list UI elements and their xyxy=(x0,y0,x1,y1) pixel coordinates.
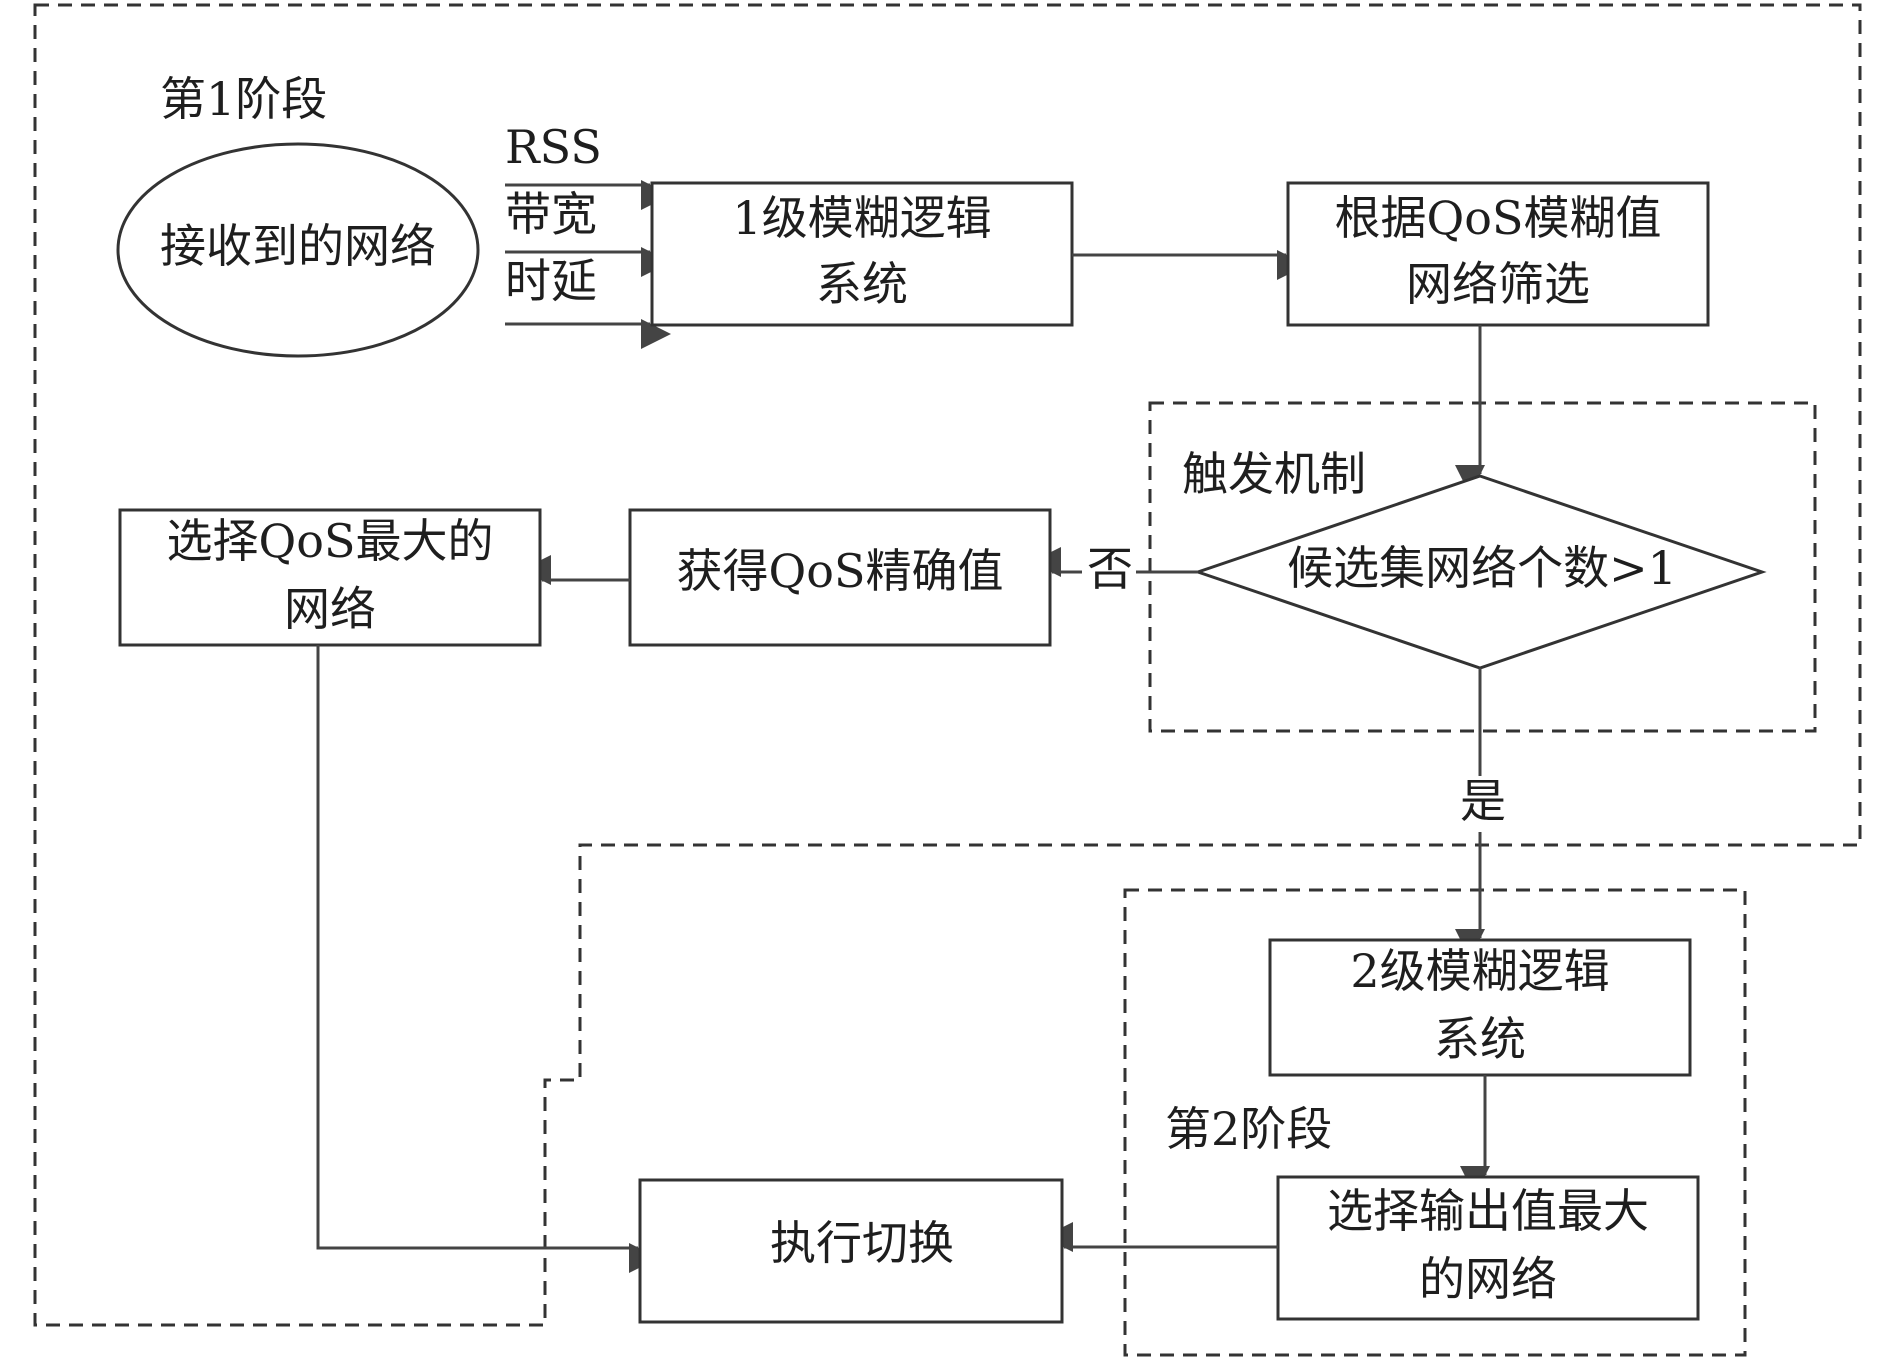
select-max-output-box xyxy=(1276,1175,1700,1321)
arrow-select-qos-to-handover xyxy=(316,645,659,1273)
fuzzy-logic-level2-line1: 2级模糊逻辑 xyxy=(1350,944,1609,998)
yes-label: 是 xyxy=(1460,774,1506,828)
no-label: 否 xyxy=(1087,542,1133,596)
received-networks-ellipse xyxy=(116,142,480,358)
qos-filter-line2: 网络筛选 xyxy=(1406,257,1590,311)
trigger-label: 触发机制 xyxy=(1182,447,1366,501)
fuzzy-logic-level1-line1: 1级模糊逻辑 xyxy=(732,191,991,245)
input-label-delay: 时延 xyxy=(505,254,597,308)
stage2-region xyxy=(1123,888,1747,1357)
exact-qos-box xyxy=(628,508,1052,647)
yes-label-background xyxy=(1456,776,1510,832)
input-label-bandwidth: 带宽 xyxy=(505,187,597,241)
no-label-background xyxy=(1082,544,1136,600)
fuzzy-logic-level2-box xyxy=(1268,938,1692,1077)
select-max-qos-line1: 选择QoS最大的 xyxy=(167,514,494,568)
select-max-output-line1: 选择输出值最大 xyxy=(1327,1184,1649,1238)
decision-label: 候选集网络个数>1 xyxy=(1287,541,1677,595)
select-max-qos-box xyxy=(118,508,542,647)
fuzzy-logic-level1-line2: 系统 xyxy=(816,257,908,311)
stage2-label: 第2阶段 xyxy=(1165,1102,1332,1156)
stage1-label: 第1阶段 xyxy=(160,72,327,126)
qos-filter-box xyxy=(1286,181,1710,327)
trigger-region xyxy=(1148,401,1817,733)
execute-handover-label: 执行切换 xyxy=(770,1216,954,1270)
select-max-qos-line2: 网络 xyxy=(284,582,376,636)
select-max-output-line2: 的网络 xyxy=(1419,1252,1557,1306)
execute-handover-box xyxy=(638,1178,1064,1324)
qos-filter-line1: 根据QoS模糊值 xyxy=(1335,191,1662,245)
fuzzy-logic-level2-line2: 系统 xyxy=(1434,1012,1526,1066)
exact-qos-label: 获得QoS精确值 xyxy=(677,544,1004,598)
input-label-rss: RSS xyxy=(505,120,602,174)
stage1-region xyxy=(33,3,1862,1327)
fuzzy-logic-level1-box xyxy=(650,181,1074,327)
received-networks-label: 接收到的网络 xyxy=(160,219,436,273)
